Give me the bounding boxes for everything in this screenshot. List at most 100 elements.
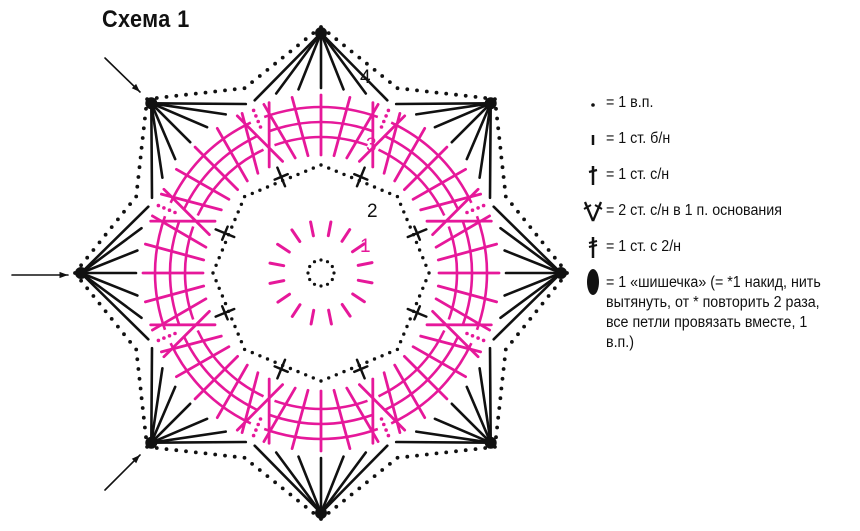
chain-dot xyxy=(463,93,468,98)
chain-dot xyxy=(483,96,488,100)
chain-dot xyxy=(91,248,96,252)
black-fan-stitch xyxy=(150,402,192,445)
black-fan-stitch xyxy=(150,440,248,445)
dc-cross xyxy=(220,305,229,321)
chain-dot xyxy=(265,185,270,189)
legend: = 1 в.п. = 1 ст. б/н = 1 ст. с/н = 2 ст.… xyxy=(580,90,855,353)
chain-dot xyxy=(319,379,323,383)
chain-dot xyxy=(473,447,478,451)
chain-dot xyxy=(408,317,412,321)
diagram-title: Схема 1 xyxy=(102,6,190,33)
crochet-chart: 1 2 3 4 xyxy=(11,25,569,521)
black-fan-stitch xyxy=(465,102,493,161)
black-fan-stitch xyxy=(433,417,493,445)
chain-dot xyxy=(357,486,362,491)
chain-dot xyxy=(220,248,225,252)
pink-arc xyxy=(169,121,252,204)
black-fan-stitch xyxy=(253,444,323,515)
black-fan-stitch xyxy=(150,417,209,445)
chain-dot xyxy=(141,126,146,131)
chain-dot xyxy=(327,376,331,380)
legend-item-2dc: = 2 ст. с/н в 1 п. основания xyxy=(580,198,855,234)
chain-dot xyxy=(349,366,354,371)
pink-fan-stitch xyxy=(143,242,206,262)
chain-dot xyxy=(242,194,247,199)
black-fan-stitch xyxy=(319,455,345,515)
chain-dot xyxy=(139,396,144,401)
chain-dot xyxy=(109,225,114,230)
black-fan-stitch xyxy=(150,385,177,445)
chain-dot xyxy=(242,347,247,352)
chain-dot xyxy=(265,474,270,478)
pink-fan-stitch xyxy=(143,284,206,304)
chain-dot xyxy=(265,357,270,361)
chain-dot xyxy=(501,175,506,179)
chain-dot xyxy=(250,350,254,355)
chain-dot xyxy=(516,332,520,337)
chain-dot xyxy=(306,271,310,275)
bobble-stitch xyxy=(145,436,158,449)
chain-dot xyxy=(502,184,507,189)
pink-fan-stitch xyxy=(240,371,260,435)
pink-dash xyxy=(290,228,302,243)
black-fan-stitch xyxy=(150,102,192,144)
chain-dot xyxy=(256,422,261,427)
chain-dot xyxy=(239,340,244,344)
chain-dot xyxy=(372,68,377,72)
chain-dot xyxy=(330,264,334,269)
chain-dot xyxy=(463,448,468,453)
chain-dot xyxy=(499,386,504,391)
chain-dot xyxy=(386,433,391,438)
black-fan-stitch xyxy=(274,451,323,515)
legend-item-dc: = 1 ст. с/н xyxy=(580,162,855,198)
chain-dot xyxy=(454,449,458,454)
chain-dot xyxy=(311,511,316,515)
chain-dot xyxy=(296,172,300,177)
pink-fan-stitch xyxy=(393,126,427,183)
chain-dot xyxy=(510,340,514,344)
pink-arc xyxy=(384,134,460,210)
legend-item-bobble: = 1 «шишечка» (= *1 накид, нить вытянуть… xyxy=(580,269,855,353)
chain-dot xyxy=(139,145,144,150)
pink-dash xyxy=(290,303,302,318)
chain-dot xyxy=(319,163,323,167)
chain-dot xyxy=(304,373,308,377)
chain-dot xyxy=(500,376,505,381)
chain-dot xyxy=(342,369,346,374)
bobble-stitch xyxy=(145,97,158,110)
chain-dot xyxy=(230,225,234,229)
bobble-icon xyxy=(580,269,606,296)
chain-dot xyxy=(250,462,255,466)
pink-arc xyxy=(268,413,374,426)
pink-arc xyxy=(182,134,258,210)
pink-arc xyxy=(384,336,460,412)
chain-dot xyxy=(312,282,317,286)
chain-dot xyxy=(372,474,377,478)
pink-fan-stitch xyxy=(174,345,231,379)
chain-dot xyxy=(500,165,505,170)
dc-cross xyxy=(273,172,289,181)
chain-dot xyxy=(534,232,539,237)
pink-arc xyxy=(274,135,368,147)
pink-dash xyxy=(340,228,352,243)
chain-dot xyxy=(232,87,237,92)
chain-dot xyxy=(173,210,177,215)
chain-dot xyxy=(154,446,159,450)
chain-dot xyxy=(365,480,369,485)
chain-dot xyxy=(288,175,293,180)
chain-dot xyxy=(128,340,133,344)
pink-dash xyxy=(268,261,286,268)
chain-dot xyxy=(365,61,369,66)
pink-arc xyxy=(182,336,258,412)
chain-dot xyxy=(386,108,391,113)
black-fan-stitch xyxy=(79,271,150,341)
arrow-head xyxy=(59,271,68,279)
pink-fan-stitch xyxy=(290,388,310,451)
chain-dot xyxy=(223,301,228,306)
chain-dot xyxy=(214,279,218,283)
chain-dot xyxy=(334,373,338,377)
pink-fan-stitch xyxy=(393,363,427,420)
black-fan-stitch xyxy=(150,102,164,179)
chain-dot xyxy=(265,68,270,72)
chain-dot xyxy=(559,263,563,268)
